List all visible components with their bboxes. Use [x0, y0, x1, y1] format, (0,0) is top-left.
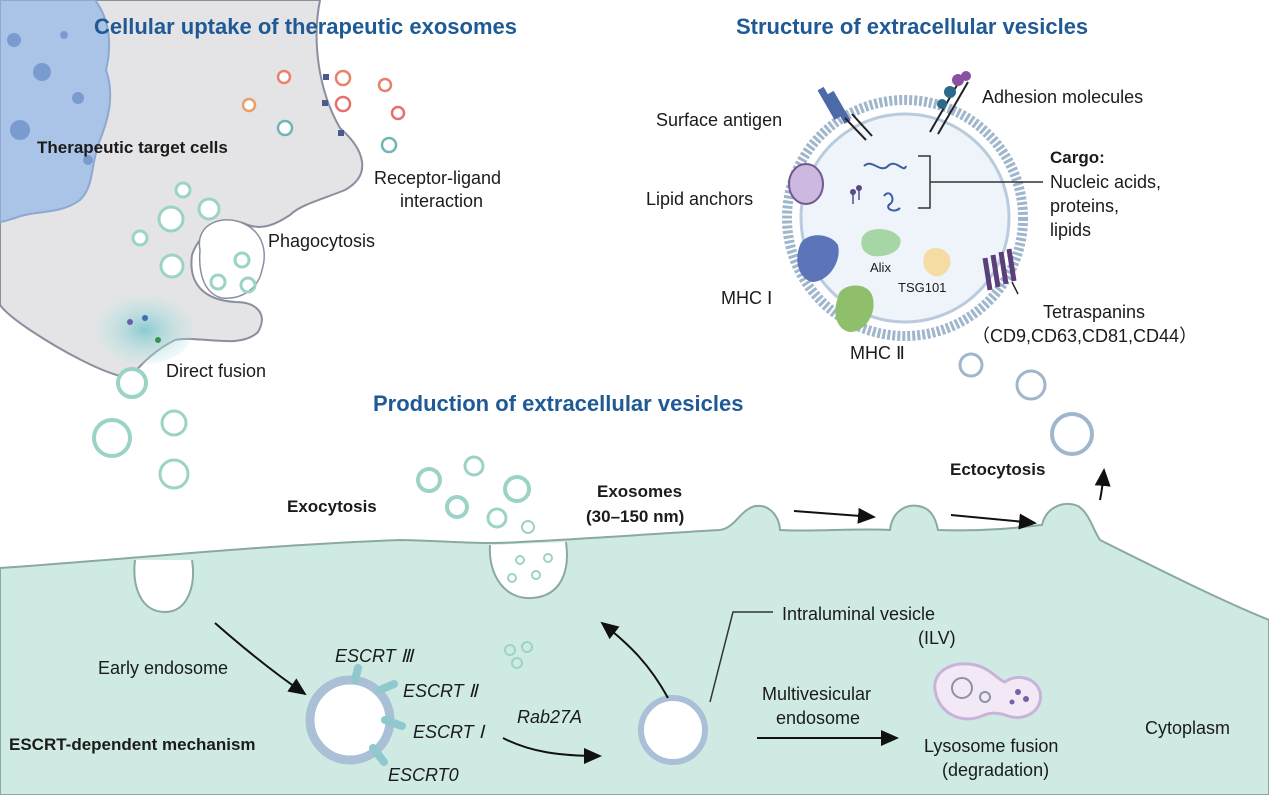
label-mvb-1: Multivesicular: [762, 684, 871, 704]
label-cargo-1: Nucleic acids,: [1050, 172, 1161, 192]
label-lyso-2: (degradation): [942, 760, 1049, 780]
label-receptor-2: interaction: [400, 191, 483, 211]
phagocytosis-pocket: [198, 219, 265, 299]
label-escrt2: ESCRT Ⅱ: [403, 681, 480, 701]
label-ilv-2: (ILV): [918, 628, 956, 648]
label-lipid-anchors: Lipid anchors: [646, 189, 753, 209]
label-surface-antigen: Surface antigen: [656, 110, 782, 130]
label-ectocytosis: Ectocytosis: [950, 460, 1045, 479]
label-target-cells: Therapeutic target cells: [37, 138, 228, 157]
label-tetraspanins: Tetraspanins: [1043, 302, 1145, 322]
label-ilv-1: Intraluminal vesicle: [782, 604, 935, 624]
label-alix: Alix: [870, 260, 891, 275]
label-cytoplasm: Cytoplasm: [1145, 718, 1230, 738]
label-mvb-2: endosome: [776, 708, 860, 728]
ligand-vesicles: [241, 69, 406, 154]
label-escrt1: ESCRT Ⅰ: [413, 722, 486, 742]
label-tetraspanins-list: （CD9,CD63,CD81,CD44）: [972, 326, 1197, 346]
exosome-vesicles: [416, 455, 535, 669]
label-rab27a: Rab27A: [517, 707, 582, 727]
lysosome-fusion: [933, 662, 1042, 721]
early-endosome: [305, 664, 406, 766]
title-production: Production of extracellular vesicles: [373, 391, 743, 416]
title-uptake: Cellular uptake of therapeutic exosomes: [94, 14, 517, 39]
label-phagocytosis: Phagocytosis: [268, 231, 375, 251]
ev-structure: [782, 71, 1043, 341]
label-cargo-3: lipids: [1050, 220, 1091, 240]
label-escrt0: ESCRT0: [388, 765, 459, 785]
label-adhesion: Adhesion molecules: [982, 87, 1143, 107]
label-exosomes-2: (30–150 nm): [586, 507, 684, 526]
label-exosomes-1: Exosomes: [597, 482, 682, 501]
label-mhc1: MHC Ⅰ: [721, 288, 772, 308]
label-mhc2: MHC Ⅱ: [850, 343, 905, 363]
process-arrows: [214, 468, 1111, 764]
title-structure: Structure of extracellular vesicles: [736, 14, 1088, 39]
multivesicular-endosome: [638, 695, 708, 765]
uptake-vesicles: [92, 181, 221, 490]
label-escrt3: ESCRT Ⅲ: [335, 646, 415, 666]
ecto-vesicles: [958, 352, 1094, 456]
label-direct-fusion: Direct fusion: [166, 361, 266, 381]
target-cell: [0, 0, 112, 224]
label-cargo-2: proteins,: [1050, 196, 1119, 216]
direct-fusion-glow: [97, 296, 193, 364]
label-receptor-1: Receptor-ligand: [374, 168, 501, 188]
label-tsg101: TSG101: [898, 280, 946, 295]
label-cargo-title: Cargo:: [1050, 148, 1105, 167]
label-lyso-1: Lysosome fusion: [924, 736, 1058, 756]
label-early-endosome: Early endosome: [98, 658, 228, 678]
label-escrt-mech: ESCRT-dependent mechanism: [9, 735, 256, 754]
label-exocytosis: Exocytosis: [287, 497, 377, 516]
